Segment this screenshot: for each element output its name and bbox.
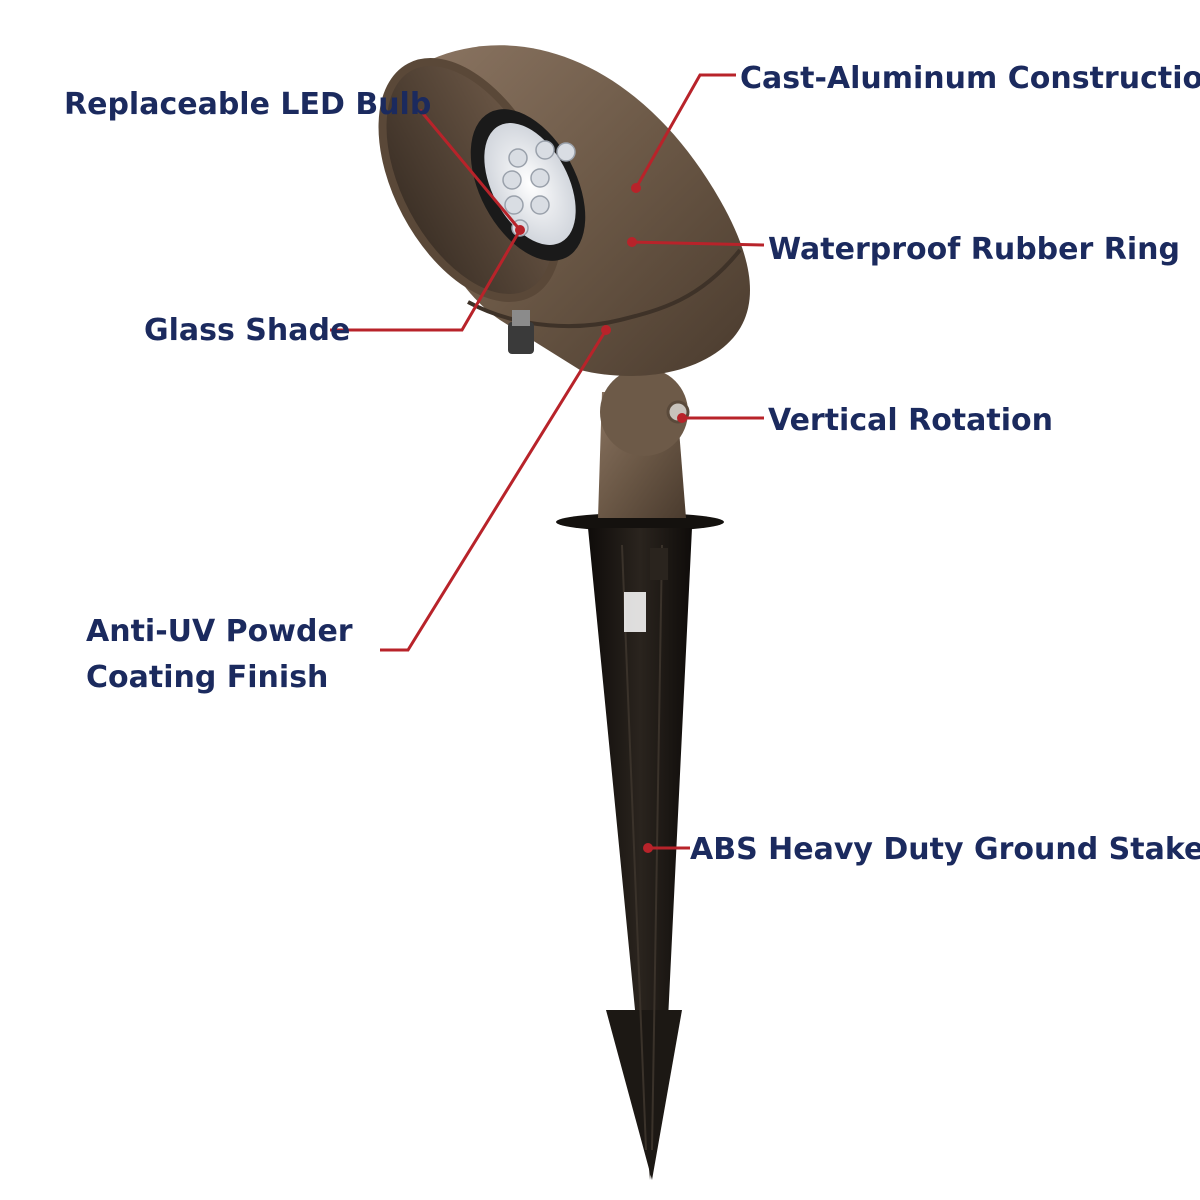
dot-ground-stake <box>643 843 653 853</box>
label-glass-shade: Glass Shade <box>144 313 350 348</box>
swivel-mount <box>598 368 690 518</box>
dot-vertical-rotation <box>677 413 687 423</box>
leader-dots <box>515 183 687 853</box>
leader-waterproof-ring <box>631 240 765 247</box>
housing <box>378 45 750 376</box>
label-anti-uv-line1: Anti-UV Powder <box>86 614 353 649</box>
thumb-screw-shaft <box>512 310 530 326</box>
thumb-screw <box>508 322 534 354</box>
dot-led-bulb <box>515 225 525 235</box>
label-abs-ground-stake: ABS Heavy Duty Ground Stake <box>690 832 1200 867</box>
leader-glass-shade <box>330 229 522 332</box>
stake-slot <box>624 592 646 632</box>
leader-replaceable-led-bulb <box>418 109 522 231</box>
stake-notch <box>650 548 668 580</box>
leader-cast-aluminum <box>634 73 736 189</box>
label-anti-uv-line2: Coating Finish <box>86 660 328 695</box>
label-cast-aluminum-construction: Cast-Aluminum Construction <box>740 61 1200 96</box>
dot-waterproof-ring <box>627 237 637 247</box>
stake-rib-left <box>621 544 647 1151</box>
dot-cast-aluminum <box>631 183 641 193</box>
mount-knuckle <box>600 368 688 456</box>
label-waterproof-rubber-ring: Waterproof Rubber Ring <box>768 232 1180 267</box>
label-vertical-rotation: Vertical Rotation <box>768 403 1053 438</box>
label-replaceable-led-bulb: Replaceable LED Bulb <box>64 87 431 122</box>
callout-labels: Replaceable LED Bulb Cast-Aluminum Const… <box>64 61 1200 867</box>
dot-anti-uv <box>601 325 611 335</box>
leader-anti-uv-coating <box>380 329 608 652</box>
leader-lines <box>330 73 765 850</box>
